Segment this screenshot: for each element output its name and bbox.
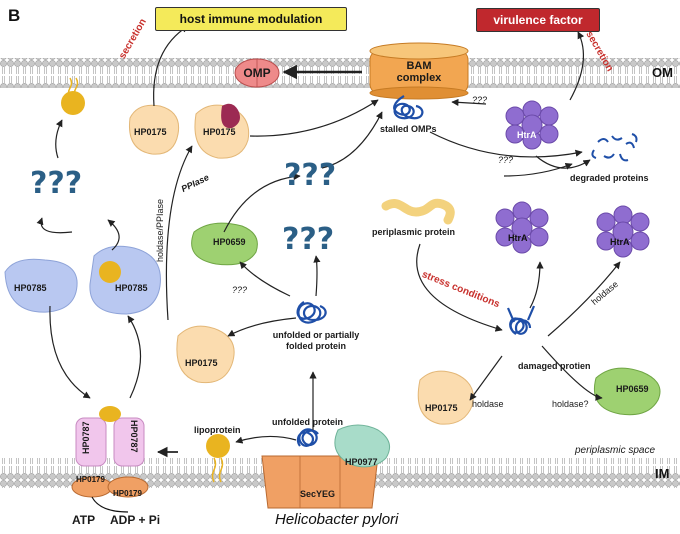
hp0175-label-4: HP0175: [425, 403, 458, 413]
stalled-omps-label: stalled OMPs: [380, 124, 437, 134]
damaged-protein-label: damaged protien: [518, 361, 591, 371]
lipoprotein-secreted: [61, 77, 85, 115]
holdase-ppiase-label: holdase/PPIase: [155, 198, 165, 262]
secyeg-channel: [261, 455, 379, 509]
adp-label: ADP + Pi: [110, 513, 161, 527]
big-question-top: ???: [284, 158, 337, 193]
htra-mid: [495, 201, 549, 254]
hp0785-substrate: [99, 261, 121, 283]
stalled-omp-coil: [393, 95, 424, 120]
hp0787-label-2: HP0787: [129, 420, 139, 453]
damaged-protein: [506, 305, 536, 335]
hp0179-label-2: HP0179: [113, 489, 142, 498]
hp0175-label-3: HP0175: [185, 358, 218, 368]
hp0175-bottom-right: [417, 370, 474, 425]
omp-label: OMP: [243, 66, 271, 80]
qqq-3: ???: [232, 285, 248, 295]
lipoprotein-label: lipoprotein: [194, 425, 241, 435]
hp0659-label-1: HP0659: [213, 237, 246, 247]
periplasmic-protein-label: periplasmic protein: [372, 227, 456, 237]
unfolded-protein-secyeg: [296, 428, 319, 447]
hp0175-mid-left: [176, 325, 235, 384]
htra-label-1: HtrA: [517, 130, 537, 140]
htra-right: [596, 205, 650, 258]
outer-membrane-label: OM: [652, 65, 673, 80]
qqq-2: ???: [498, 155, 514, 165]
hp0659-bottom: [594, 367, 661, 416]
hp0785-blob-right: [89, 245, 161, 315]
degraded-proteins-label: degraded proteins: [570, 173, 649, 183]
hp0175-label-2: HP0175: [203, 127, 236, 137]
hp0659-top: [191, 222, 258, 266]
stress-arrow: [416, 243, 503, 332]
atp-label: ATP: [72, 513, 96, 527]
arrows: [36, 25, 621, 458]
hp0659-label-2: HP0659: [616, 384, 649, 394]
hp0785-blob-left: [4, 258, 78, 313]
degraded-proteins-pieces: [591, 133, 638, 162]
htra-label-2: HtrA: [508, 233, 528, 243]
hp0977: [334, 424, 391, 468]
hp0179-label-1: HP0179: [76, 475, 105, 484]
hp0175-label-1: HP0175: [134, 127, 167, 137]
bam-label: BAM complex: [396, 60, 442, 84]
omp-protein: [234, 58, 280, 88]
periplasm-label: periplasmic space: [575, 445, 656, 456]
big-question-mid: ???: [282, 222, 335, 257]
hp0785-label-1: HP0785: [14, 283, 47, 293]
bam-complex: [369, 42, 469, 100]
atp-arrow: [91, 496, 129, 513]
inner-membrane-label: IM: [655, 466, 670, 481]
big-question-left: ???: [30, 166, 83, 201]
holdase-label-1: holdase: [472, 399, 504, 409]
qqq-1: ???: [472, 95, 488, 105]
unfolded-partial-label: unfolded or partially folded protein: [272, 330, 360, 351]
host-immune-box: host immune modulation: [155, 7, 347, 31]
holdase-question-label: holdase?: [552, 399, 589, 409]
virulence-box: virulence factor: [476, 8, 600, 32]
organism-caption: Helicobacter pylori: [275, 511, 399, 528]
hp0977-label: HP0977: [345, 457, 378, 467]
lipoprotein-im: [206, 434, 230, 483]
hp0179-hp0787-complex: [71, 406, 149, 498]
hp0175-top-left: [128, 104, 180, 155]
hp0785-label-2: HP0785: [115, 283, 148, 293]
panel-label: B: [8, 6, 21, 25]
unfolded-protein-mid: [296, 301, 327, 324]
hp0175-substrate-maroon: [221, 103, 240, 129]
unfolded-protein-label: unfolded protein: [272, 417, 343, 427]
htra-top: [505, 100, 559, 150]
hp0787-label-1: HP0787: [81, 421, 91, 454]
periplasmic-protein: [381, 198, 455, 225]
secyeg-label: SecYEG: [300, 489, 336, 499]
htra-label-3: HtrA: [610, 237, 630, 247]
